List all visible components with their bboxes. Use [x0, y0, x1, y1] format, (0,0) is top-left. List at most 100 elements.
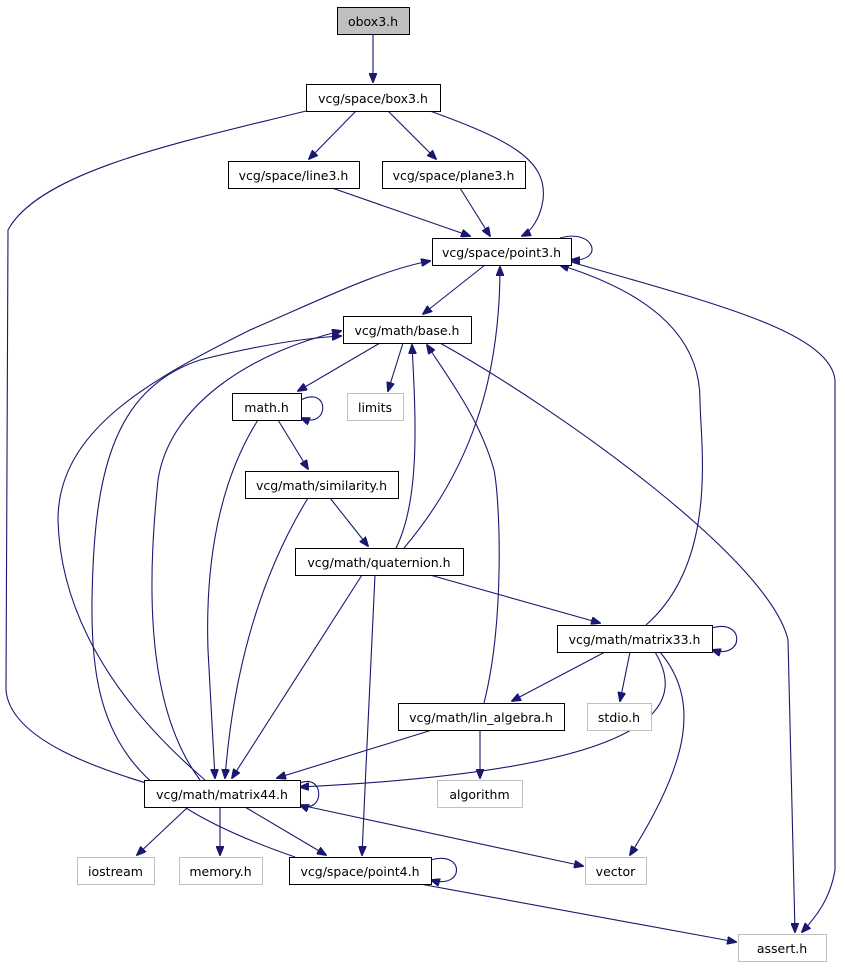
edge-matrix33-to-stdio — [620, 651, 631, 701]
node-box-vector — [585, 857, 647, 885]
edges-layer — [5, 34, 836, 942]
edge-mathh-to-matrix44 — [207, 419, 259, 778]
node-label-vector: vector — [596, 864, 637, 879]
node-label-algorithm: algorithm — [449, 787, 509, 802]
node-box-matrix33 — [557, 625, 713, 653]
node-box-stdio — [587, 703, 652, 731]
node-label-base: vcg/math/base.h — [355, 323, 460, 338]
edge-quaternion-to-matrix44 — [232, 574, 363, 778]
edge-point3-to-assert — [570, 261, 836, 932]
node-box-base — [343, 316, 472, 344]
edge-point4-to-assert — [419, 883, 736, 942]
node-iostream: iostream — [77, 857, 155, 885]
edge-matrix44-to-point4 — [244, 806, 326, 855]
edge-linalg-to-matrix44 — [277, 729, 433, 778]
node-label-linalg: vcg/math/lin_algebra.h — [409, 710, 553, 725]
edge-matrix33-to-point3 — [560, 265, 704, 626]
node-label-limits: limits — [358, 400, 392, 415]
node-label-quaternion: vcg/math/quaternion.h — [307, 555, 450, 570]
edge-quaternion-to-point3 — [403, 267, 500, 549]
edge-similarity-to-matrix44 — [225, 497, 309, 778]
node-label-mathh: math.h — [244, 400, 289, 415]
edge-linalg-to-base — [427, 345, 500, 704]
node-box-similarity — [245, 471, 399, 499]
node-vector: vector — [585, 857, 647, 885]
node-box-memory — [179, 857, 263, 885]
node-box-obox3 — [337, 7, 410, 35]
node-base[interactable]: vcg/math/base.h — [343, 316, 472, 344]
node-box-line3 — [228, 161, 360, 189]
node-box-linalg — [398, 703, 565, 731]
node-box-algorithm — [437, 780, 523, 808]
node-box-iostream — [77, 857, 155, 885]
node-label-similarity: vcg/math/similarity.h — [256, 478, 387, 493]
edge-matrix44-to-base — [151, 331, 341, 781]
nodes-layer: obox3.h vcg/space/box3.h vcg/space/line3.h… — [77, 7, 827, 962]
node-label-point4: vcg/space/point4.h — [300, 864, 419, 879]
node-label-plane3: vcg/space/plane3.h — [393, 168, 515, 183]
node-quaternion[interactable]: vcg/math/quaternion.h — [295, 548, 464, 576]
node-label-matrix33: vcg/math/matrix33.h — [569, 632, 701, 647]
node-label-point3: vcg/space/point3.h — [442, 245, 561, 260]
edge-box3-to-point3 — [429, 110, 544, 236]
edge-point3-to-point3 — [559, 235, 593, 260]
node-box-limits — [347, 393, 404, 421]
node-line3[interactable]: vcg/space/line3.h — [228, 161, 360, 189]
node-box-plane3 — [382, 161, 526, 189]
node-matrix33[interactable]: vcg/math/matrix33.h — [557, 625, 713, 653]
node-similarity[interactable]: vcg/math/similarity.h — [245, 471, 399, 499]
node-algorithm: algorithm — [437, 780, 523, 808]
edge-base-to-limits — [388, 342, 404, 391]
node-box3[interactable]: vcg/space/box3.h — [306, 84, 441, 112]
edge-quaternion-to-base — [395, 345, 415, 549]
edge-base-to-assert — [439, 342, 795, 932]
edge-matrix33-to-vector — [630, 651, 685, 855]
edge-mathh-to-mathh — [301, 396, 324, 420]
edge-matrix44-to-iostream — [137, 806, 189, 855]
node-box-point3 — [432, 238, 572, 266]
node-label-box3: vcg/space/box3.h — [318, 91, 428, 106]
edge-mathh-to-similarity — [277, 419, 308, 469]
node-box-assert — [738, 934, 827, 962]
node-label-stdio: stdio.h — [598, 710, 640, 725]
node-limits: limits — [347, 393, 404, 421]
edge-box3-to-matrix44 — [5, 110, 307, 788]
node-memory: memory.h — [179, 857, 263, 885]
edge-quaternion-to-matrix33 — [429, 574, 600, 623]
node-matrix44[interactable]: vcg/math/matrix44.h — [144, 780, 301, 808]
node-label-line3: vcg/space/line3.h — [239, 168, 349, 183]
node-label-assert: assert.h — [757, 941, 807, 956]
node-stdio: stdio.h — [587, 703, 652, 731]
node-linalg[interactable]: vcg/math/lin_algebra.h — [398, 703, 565, 731]
edge-matrix33-to-matrix33 — [712, 625, 738, 651]
node-assert: assert.h — [738, 934, 827, 962]
edge-point3-to-base — [423, 264, 486, 314]
edge-line3-to-point3 — [331, 187, 470, 236]
node-box-matrix44 — [144, 780, 301, 808]
edge-quaternion-to-point4 — [362, 574, 376, 855]
edge-point4-to-point4 — [431, 857, 457, 881]
edge-matrix33-to-linalg — [512, 651, 606, 701]
node-point4[interactable]: vcg/space/point4.h — [289, 857, 432, 885]
node-box-quaternion — [295, 548, 464, 576]
edge-box3-to-line3 — [309, 110, 357, 159]
node-box-mathh — [232, 393, 302, 421]
edge-box3-to-plane3 — [387, 110, 436, 159]
edge-matrix44-to-vector — [299, 804, 583, 866]
edge-point4-to-base — [91, 336, 341, 858]
node-box-point4 — [289, 857, 432, 885]
node-plane3[interactable]: vcg/space/plane3.h — [382, 161, 526, 189]
edge-matrix33-to-matrix44 — [300, 651, 666, 787]
edge-matrix44-to-matrix44 — [300, 780, 320, 806]
node-label-matrix44: vcg/math/matrix44.h — [156, 787, 288, 802]
node-mathh[interactable]: math.h — [232, 393, 302, 421]
node-label-obox3: obox3.h — [348, 14, 398, 29]
node-point3[interactable]: vcg/space/point3.h — [432, 238, 572, 266]
node-box-box3 — [306, 84, 441, 112]
node-label-iostream: iostream — [88, 864, 143, 879]
edge-similarity-to-quaternion — [329, 497, 368, 546]
node-obox3[interactable]: obox3.h — [337, 7, 410, 35]
edge-base-to-mathh — [298, 342, 381, 391]
node-label-memory: memory.h — [189, 864, 251, 879]
